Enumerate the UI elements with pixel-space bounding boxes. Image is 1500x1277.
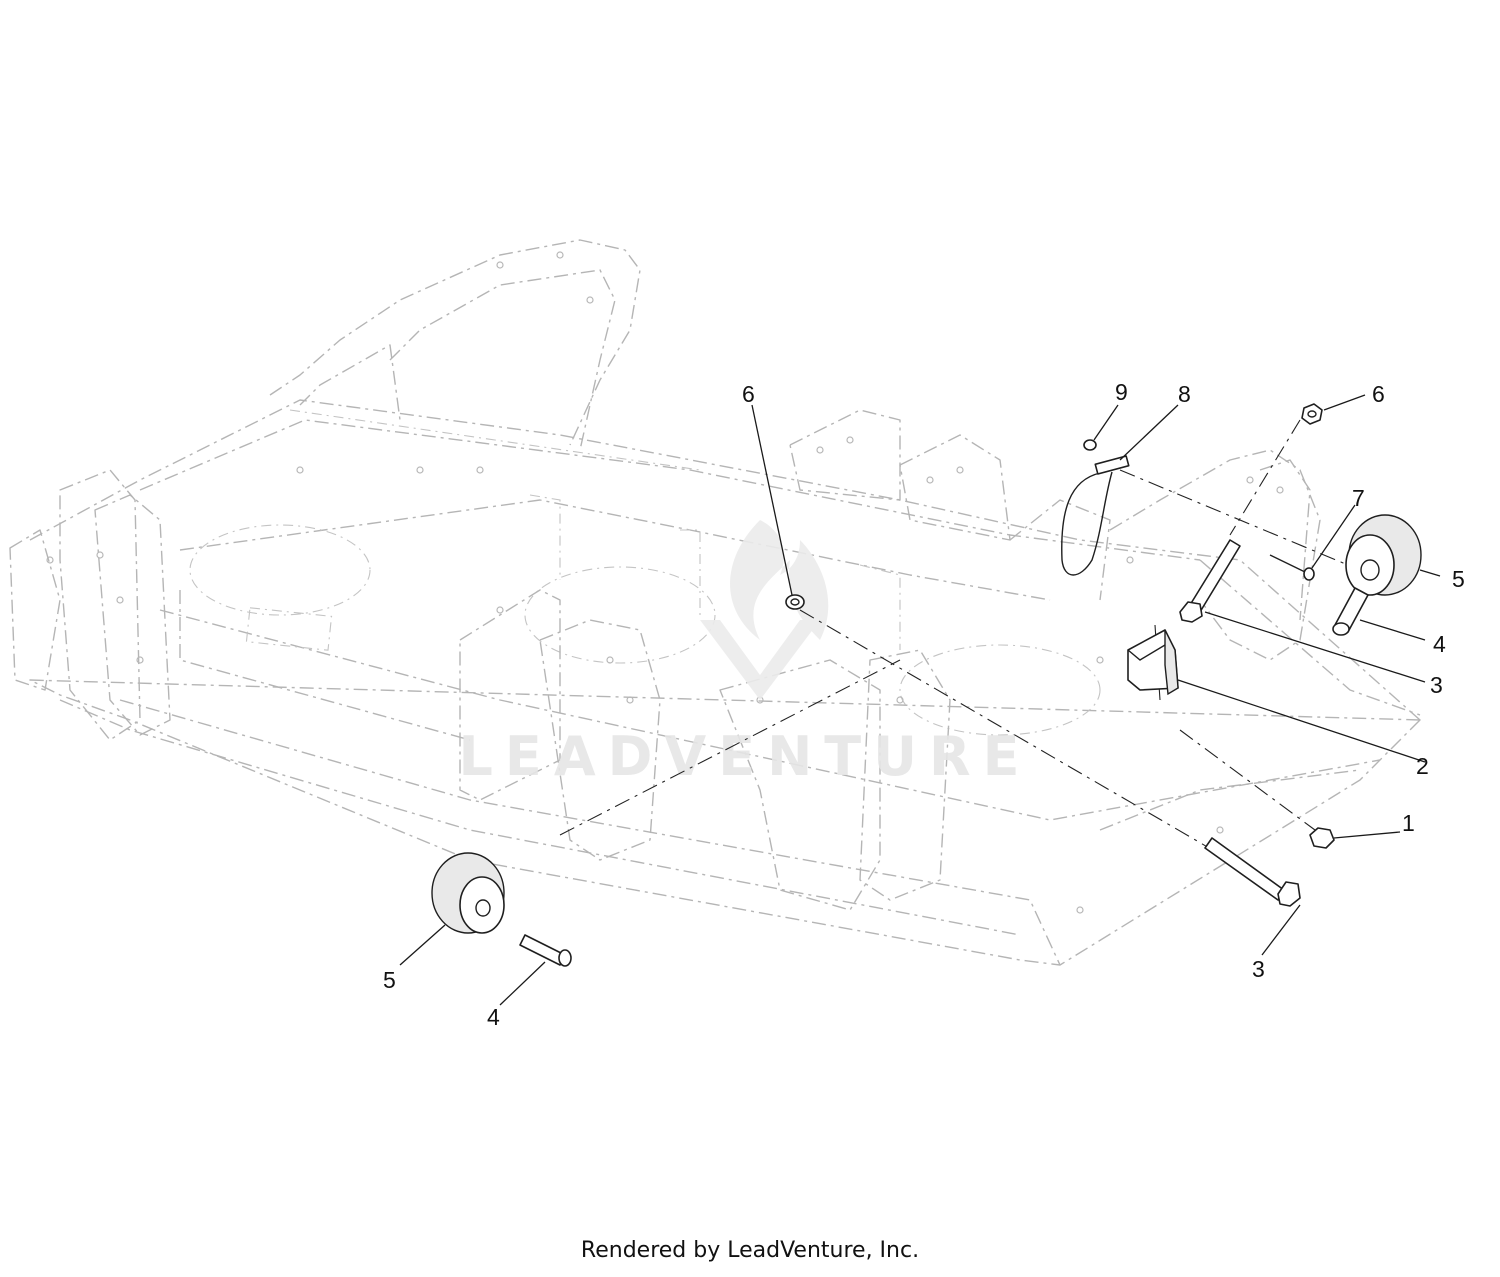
nut-right[interactable] xyxy=(1301,403,1323,425)
mower-deck-phantom xyxy=(9,239,1421,966)
roller-left[interactable] xyxy=(431,852,505,934)
nut-left[interactable] xyxy=(785,594,805,610)
callout-3-lower[interactable]: 3 xyxy=(1252,956,1265,982)
callout-4-left[interactable]: 4 xyxy=(487,1004,500,1030)
bumper-block[interactable] xyxy=(1127,629,1179,696)
bolt-long-upper[interactable] xyxy=(1179,539,1241,623)
callout-7[interactable]: 7 xyxy=(1352,485,1365,511)
small-fastener[interactable] xyxy=(1083,439,1097,451)
nut-bottom[interactable] xyxy=(1309,827,1335,849)
callout-3-upper[interactable]: 3 xyxy=(1430,672,1443,698)
spacer-right[interactable] xyxy=(1332,587,1369,636)
hitch-pin[interactable] xyxy=(1061,455,1130,576)
callout-4-right[interactable]: 4 xyxy=(1433,631,1446,657)
footer-credit: Rendered by LeadVenture, Inc. xyxy=(580,1238,920,1263)
assembly-axes xyxy=(559,419,1361,896)
watermark-text: LEADVENTURE xyxy=(459,725,1032,788)
callout-6-right[interactable]: 6 xyxy=(1372,381,1385,407)
bolt-long-lower[interactable] xyxy=(1204,837,1301,907)
callout-5-right[interactable]: 5 xyxy=(1452,566,1465,592)
callout-6-left[interactable]: 6 xyxy=(742,381,755,407)
callout-8[interactable]: 8 xyxy=(1178,381,1191,407)
leadventure-watermark: LEADVENTURE xyxy=(459,520,1032,788)
callout-labels: 1 2 3 3 4 4 5 5 6 6 7 8 9 xyxy=(383,379,1465,1030)
deck-holes xyxy=(46,251,1284,914)
callout-2[interactable]: 2 xyxy=(1416,753,1429,779)
leader-lines xyxy=(399,394,1441,1006)
callout-1[interactable]: 1 xyxy=(1402,810,1415,836)
bolt-small[interactable] xyxy=(1269,554,1315,581)
spacer-left[interactable] xyxy=(519,934,572,967)
callout-9[interactable]: 9 xyxy=(1115,379,1128,405)
roller-right[interactable] xyxy=(1345,514,1422,596)
callout-5-left[interactable]: 5 xyxy=(383,967,396,993)
